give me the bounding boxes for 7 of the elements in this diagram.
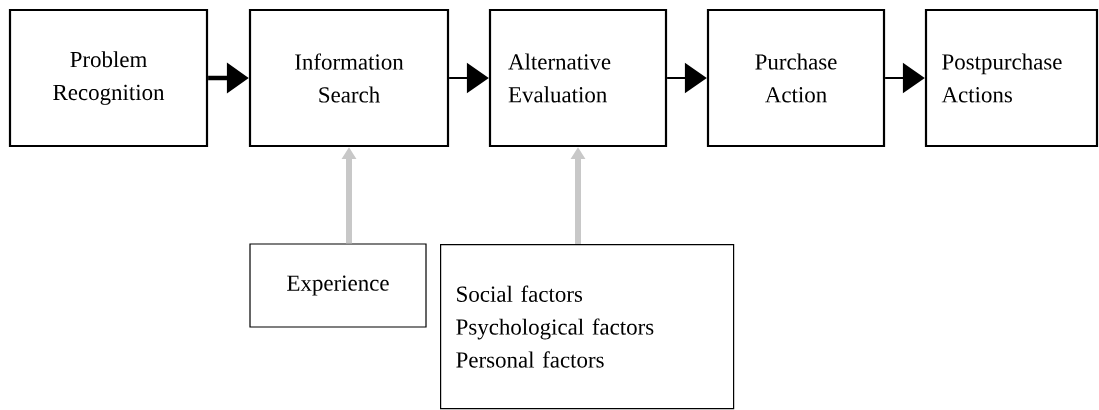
- process-box: Social factors Psychological factors Personal factors: [440, 244, 735, 410]
- process-box: Experience: [249, 243, 427, 328]
- process-box: Information Search: [248, 8, 450, 148]
- process-box: Problem Recognition: [8, 8, 209, 148]
- process-box: Purchase Action: [706, 8, 886, 148]
- process-box: Alternative Evaluation: [488, 8, 668, 148]
- process-box: Postpurchase Actions: [924, 8, 1099, 148]
